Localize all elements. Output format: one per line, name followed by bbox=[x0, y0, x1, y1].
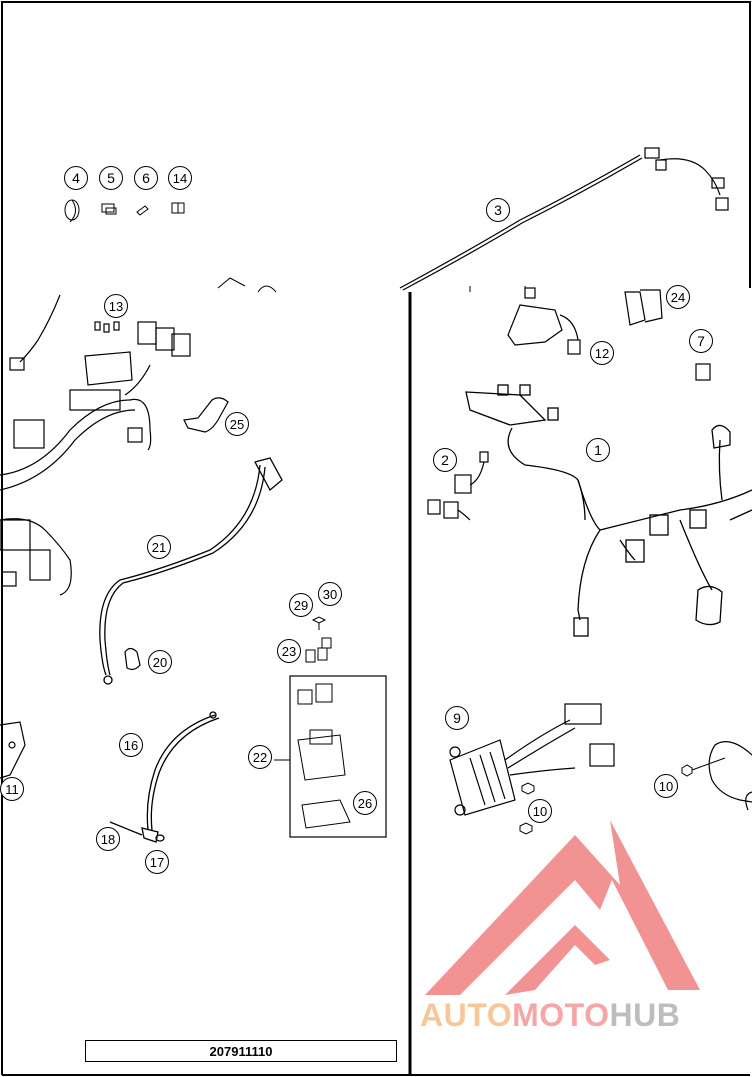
callout-16: 16 bbox=[119, 733, 143, 757]
callout-23: 23 bbox=[277, 639, 301, 663]
callout-10-horn: 10 bbox=[654, 774, 678, 798]
relay-box bbox=[274, 675, 387, 838]
callout-21: 21 bbox=[147, 535, 171, 559]
cable-16 bbox=[109, 711, 220, 843]
watermark-triangle bbox=[425, 820, 700, 995]
callout-1: 1 bbox=[586, 438, 610, 462]
nuts-10 bbox=[519, 757, 726, 835]
part-20 bbox=[124, 647, 141, 671]
callout-13: 13 bbox=[104, 294, 128, 318]
callout-30: 30 bbox=[318, 582, 342, 606]
callout-4: 4 bbox=[64, 166, 88, 190]
callout-6: 6 bbox=[134, 166, 158, 190]
callout-14: 14 bbox=[168, 166, 192, 190]
regulator-9 bbox=[449, 703, 615, 816]
right-top-parts bbox=[507, 287, 711, 381]
callout-17: 17 bbox=[145, 850, 169, 874]
harness-1 bbox=[465, 384, 752, 637]
part-11 bbox=[0, 721, 26, 779]
parts-29-30-23 bbox=[305, 616, 332, 663]
harness-left bbox=[0, 294, 191, 596]
callout-22: 22 bbox=[248, 745, 272, 769]
horn bbox=[708, 741, 752, 811]
callout-26: 26 bbox=[353, 791, 377, 815]
callout-12: 12 bbox=[590, 341, 614, 365]
watermark-hub: HUB bbox=[609, 996, 681, 1033]
callout-18: 18 bbox=[96, 827, 120, 851]
callout-11: 11 bbox=[0, 777, 24, 801]
part-number-box: 207911110 bbox=[85, 1040, 397, 1062]
watermark-auto: AUTO bbox=[420, 996, 513, 1033]
callout-2: 2 bbox=[433, 448, 457, 472]
watermark-logo: AUTO MOTO HUB bbox=[420, 995, 750, 1035]
callout-24: 24 bbox=[666, 285, 690, 309]
callout-10-regulator: 10 bbox=[528, 799, 552, 823]
callout-5: 5 bbox=[99, 166, 123, 190]
callout-3: 3 bbox=[486, 198, 510, 222]
cut-remnants bbox=[217, 277, 526, 293]
small-parts bbox=[64, 199, 185, 223]
cable-21 bbox=[99, 457, 283, 685]
part-2 bbox=[427, 451, 489, 521]
part-25 bbox=[183, 397, 229, 433]
watermark-moto: MOTO bbox=[512, 996, 610, 1033]
callout-25: 25 bbox=[225, 412, 249, 436]
callout-9: 9 bbox=[445, 706, 469, 730]
harness-3 bbox=[399, 147, 729, 291]
callout-20: 20 bbox=[148, 650, 172, 674]
callout-29: 29 bbox=[289, 593, 313, 617]
callout-7: 7 bbox=[689, 329, 713, 353]
